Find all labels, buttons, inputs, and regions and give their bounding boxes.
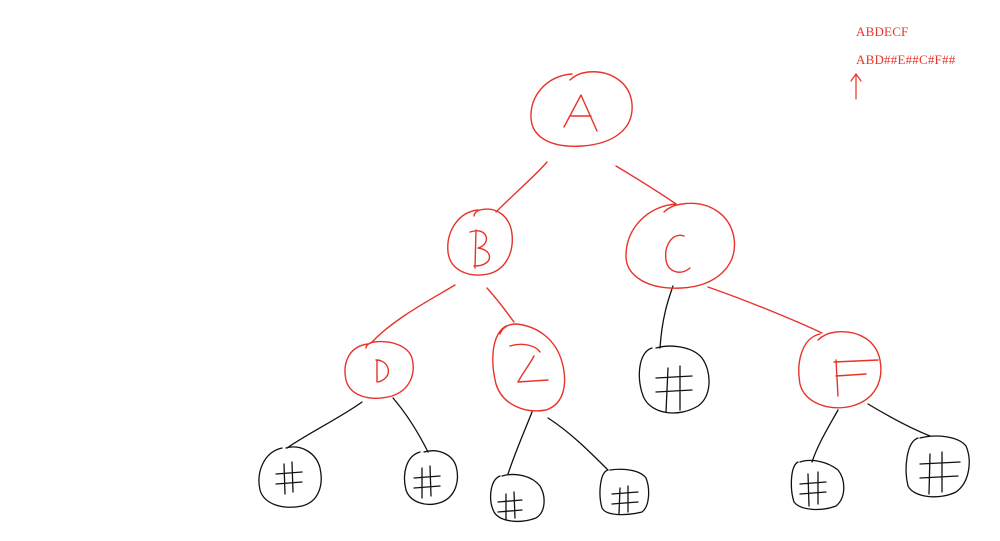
null-node-6-circle	[790, 459, 845, 511]
edge-a-b	[495, 161, 548, 213]
null-node-6-hash	[799, 471, 827, 507]
node-f	[798, 331, 882, 409]
serialized-note: ABD##E##C#F##	[856, 52, 956, 67]
null-node-7	[905, 435, 970, 498]
node-a-glyph	[563, 94, 598, 132]
null-node-5-circle	[638, 345, 710, 414]
null-node-2-circle	[403, 450, 459, 505]
edge-b-d	[371, 284, 456, 343]
node-d-circle	[344, 340, 414, 399]
null-node-5-hash	[655, 365, 693, 413]
node-a-circle	[530, 71, 633, 147]
edge-e-null-left	[507, 411, 533, 475]
null-node-4	[599, 468, 650, 516]
up-arrow-icon	[850, 73, 862, 100]
preorder-note: ABDECF	[856, 24, 909, 39]
null-node-3-circle	[489, 473, 545, 523]
edge-f-null-right	[867, 403, 931, 437]
null-node-7-hash	[919, 451, 961, 495]
null-node-3	[489, 473, 545, 523]
node-e	[492, 323, 566, 412]
null-node-5	[638, 345, 710, 414]
edge-c-f	[707, 286, 823, 334]
node-d-glyph	[375, 359, 389, 383]
null-node-1-circle	[258, 446, 322, 508]
null-node-2	[403, 450, 459, 505]
node-b-circle	[447, 208, 513, 276]
node-c	[625, 202, 736, 289]
node-e-glyph	[509, 343, 549, 383]
node-e-circle	[492, 323, 566, 412]
null-node-4-circle	[599, 468, 650, 516]
null-node-7-circle	[905, 435, 970, 498]
null-node-2-hash	[413, 465, 441, 499]
null-node-6	[790, 459, 845, 511]
edge-b-e	[486, 287, 515, 323]
edge-a-c	[615, 165, 677, 205]
node-c-glyph	[665, 234, 691, 273]
node-d	[344, 340, 414, 399]
edge-d-null-left	[286, 401, 363, 449]
edge-c-null	[659, 285, 674, 349]
edge-e-null-right	[547, 417, 609, 471]
edge-d-null-right	[392, 397, 429, 453]
node-f-glyph	[833, 359, 879, 397]
null-node-4-hash	[611, 485, 639, 515]
node-b-glyph	[469, 229, 491, 269]
node-a	[530, 71, 633, 147]
null-node-1-hash	[275, 461, 303, 495]
null-node-1	[258, 446, 322, 508]
edge-f-null-left	[811, 409, 839, 463]
node-c-circle	[625, 202, 736, 289]
node-b	[447, 208, 513, 276]
null-node-3-hash	[497, 491, 523, 521]
node-f-circle	[798, 331, 882, 409]
